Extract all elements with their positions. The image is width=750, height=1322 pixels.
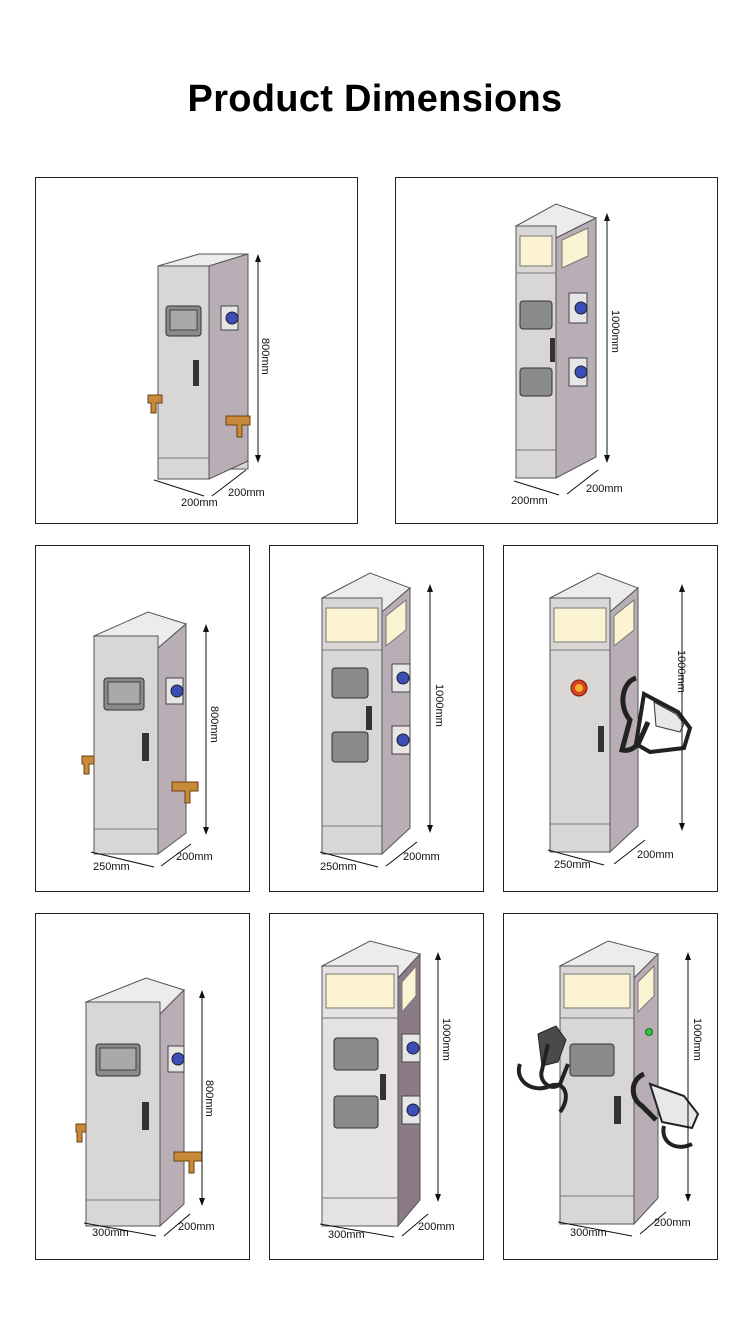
pedestal-200x200x1000-lit-drawing bbox=[513, 203, 610, 496]
product-card-4: 250mm 200mm 1000mm bbox=[269, 545, 484, 892]
width-label: 300mm bbox=[328, 1229, 365, 1241]
product-card-7: 300mm 200mm 1000mm bbox=[269, 913, 484, 1260]
depth-label: 200mm bbox=[637, 849, 674, 861]
width-label: 200mm bbox=[511, 495, 548, 507]
height-label: 800mm bbox=[208, 706, 220, 743]
depth-label: 200mm bbox=[403, 851, 440, 863]
pedestal-300x200x1000-lit-drawing bbox=[319, 940, 441, 1238]
product-card-6: 300mm 200mm 800mm bbox=[35, 913, 250, 1260]
height-label: 1000mm bbox=[675, 650, 687, 693]
depth-label: 200mm bbox=[228, 487, 265, 499]
product-card-1: 200mm 200mm 800mm bbox=[35, 177, 358, 524]
product-card-5: 250mm 200mm 1000mm bbox=[503, 545, 718, 892]
height-label: 1000mm bbox=[691, 1018, 703, 1061]
height-label: 1000mm bbox=[609, 310, 621, 353]
pedestal-250x200x1000-lit-drawing bbox=[319, 572, 433, 868]
pedestal-300x200x800-drawing bbox=[75, 977, 205, 1237]
dimension-labels-6: 300mm 200mm 800mm bbox=[92, 1080, 215, 1239]
width-label: 250mm bbox=[320, 861, 357, 873]
depth-label: 200mm bbox=[418, 1221, 455, 1233]
dimension-labels-8: 300mm 200mm 1000mm bbox=[570, 1018, 703, 1239]
pedestal-250x200x800-drawing bbox=[81, 611, 209, 868]
dimension-labels-2: 200mm 200mm 1000mm bbox=[511, 310, 623, 507]
dimension-labels-3: 250mm 200mm 800mm bbox=[93, 706, 220, 873]
width-label: 300mm bbox=[570, 1227, 607, 1239]
depth-label: 200mm bbox=[176, 851, 213, 863]
width-label: 250mm bbox=[93, 861, 130, 873]
width-label: 300mm bbox=[92, 1227, 129, 1239]
depth-label: 200mm bbox=[654, 1217, 691, 1229]
charger-300x200x1000-dual-drawing bbox=[516, 940, 700, 1237]
depth-label: 200mm bbox=[586, 483, 623, 495]
charger-250x200x1000-estop-drawing bbox=[547, 572, 693, 866]
product-card-8: 300mm 200mm 1000mm bbox=[503, 913, 718, 1260]
height-label: 800mm bbox=[259, 338, 271, 375]
height-label: 800mm bbox=[203, 1080, 215, 1117]
height-label: 1000mm bbox=[440, 1018, 452, 1061]
height-label: 1000mm bbox=[433, 684, 445, 727]
width-label: 250mm bbox=[554, 859, 591, 871]
pedestal-200x200x800-drawing bbox=[147, 253, 261, 497]
page-title: Product Dimensions bbox=[187, 78, 563, 120]
dimension-labels-1: 200mm 200mm 800mm bbox=[181, 338, 271, 509]
width-label: 200mm bbox=[181, 497, 218, 509]
dimension-labels-5: 250mm 200mm 1000mm bbox=[554, 650, 687, 871]
depth-label: 200mm bbox=[178, 1221, 215, 1233]
product-card-3: 250mm 200mm 800mm bbox=[35, 545, 250, 892]
dimension-labels-4: 250mm 200mm 1000mm bbox=[320, 684, 445, 873]
dimension-labels-7: 300mm 200mm 1000mm bbox=[328, 1018, 455, 1241]
product-card-2: 200mm 200mm 1000mm bbox=[395, 177, 718, 524]
